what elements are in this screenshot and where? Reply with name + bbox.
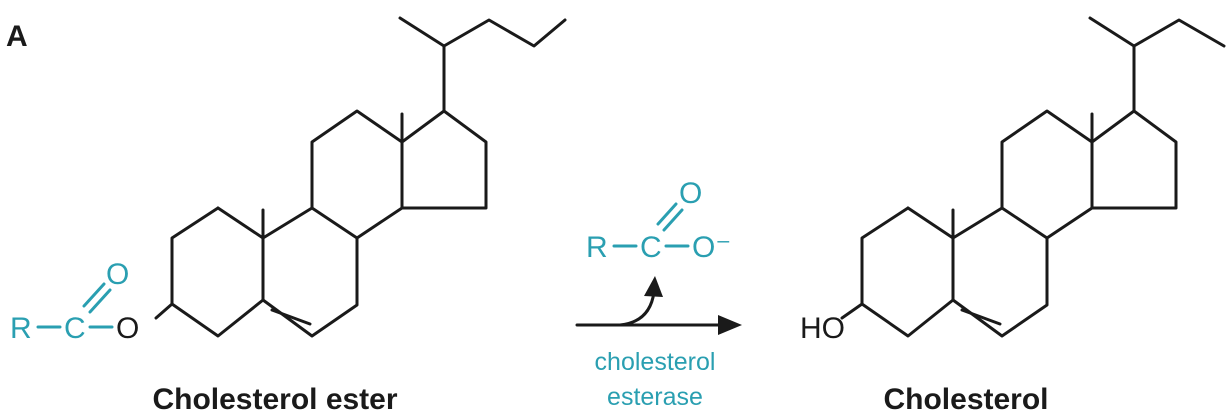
enzyme-label-line2: esterase: [607, 383, 703, 411]
ester-group: R C O O: [10, 258, 139, 345]
carboxylate-double-bond-1: [656, 202, 678, 226]
product-name: Cholesterol: [883, 383, 1048, 416]
product-c3-oxygen-bond: [840, 302, 864, 320]
side-chain-methyl: [398, 16, 446, 48]
ring-c: [310, 109, 404, 240]
enzyme-label-line1: cholesterol: [595, 348, 716, 376]
carboxylate-oxygen-label: O: [679, 177, 702, 210]
ring-b-double-bond: [270, 308, 312, 326]
product-ring-c: [1000, 109, 1094, 240]
reaction-arrow: [575, 276, 742, 335]
reactant-name: Cholesterol ester: [152, 383, 397, 416]
released-carboxylate: R C O O⁻: [586, 177, 731, 264]
carboxylate-double-bond-2: [662, 208, 684, 232]
carbonyl-oxygen-label: O: [106, 258, 129, 291]
arrow-head: [718, 315, 742, 335]
c-o-double-bond-2: [88, 288, 112, 314]
product-ring-b-double-bond: [960, 308, 1002, 326]
ring-a: [170, 206, 265, 338]
acyl-carbon-label: C: [64, 312, 86, 345]
ring-d: [400, 109, 488, 210]
curved-arrow-head: [644, 276, 663, 297]
product-ring-b: [951, 206, 1049, 338]
hydroxyl-label: HO: [800, 312, 845, 345]
cholesterol-structure: [840, 16, 1226, 338]
side-chain: [442, 18, 567, 113]
ester-oxygen-label: O: [116, 312, 139, 345]
ring-b: [261, 206, 359, 338]
c3-oxygen-bond: [154, 302, 174, 320]
carboxylate-r-label: R: [586, 231, 608, 264]
product-ring-a: [860, 206, 955, 338]
curved-release-arrow: [618, 290, 656, 327]
cholesterol-ester-structure: [154, 16, 567, 338]
c-o-double-bond-1: [82, 282, 106, 308]
product-ring-d: [1090, 109, 1178, 210]
panel-label: A: [6, 20, 28, 53]
product-side-chain: [1132, 18, 1226, 113]
product-side-chain-methyl: [1088, 16, 1136, 48]
carboxylate-carbon-label: C: [640, 231, 662, 264]
acyl-r-label: R: [10, 312, 32, 345]
carboxylate-oxide-label: O⁻: [692, 231, 731, 264]
